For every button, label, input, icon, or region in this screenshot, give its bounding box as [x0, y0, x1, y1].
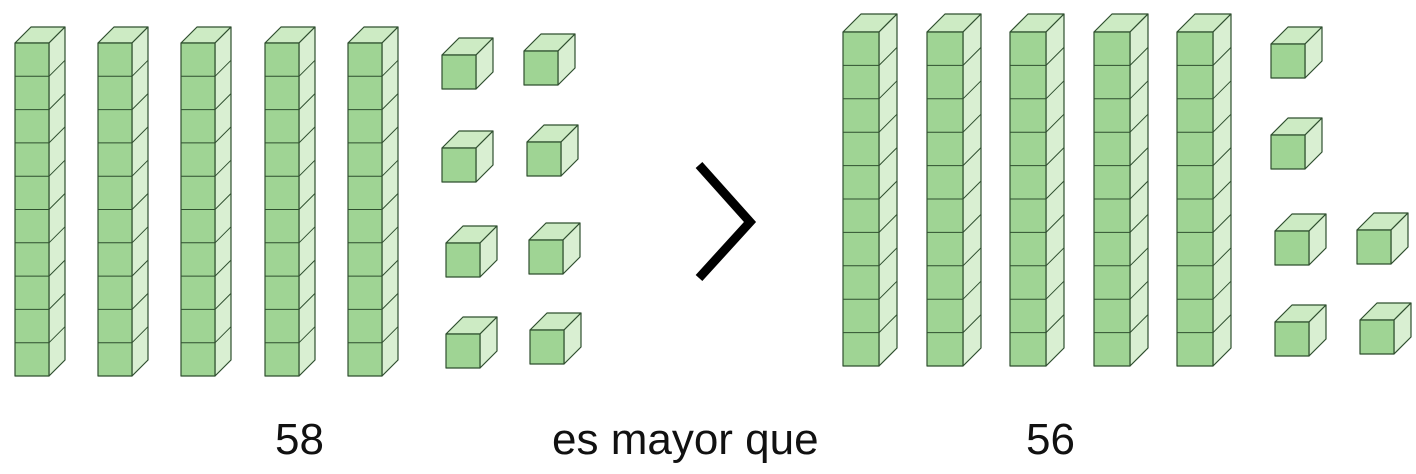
ten-rod	[264, 26, 316, 377]
right-number-label: 56	[1026, 415, 1075, 464]
ten-rod	[1093, 13, 1149, 367]
comparison-text: es mayor que	[552, 415, 819, 464]
unit-cube	[1356, 212, 1409, 265]
ten-rod	[926, 13, 982, 367]
left-number-blocks	[14, 26, 582, 377]
unit-cube	[1270, 117, 1323, 170]
unit-cube	[445, 316, 498, 369]
ten-rod	[14, 26, 66, 377]
unit-cube	[441, 130, 494, 183]
ten-rod	[1176, 13, 1232, 367]
unit-cube	[529, 312, 582, 365]
ten-rod	[1009, 13, 1065, 367]
unit-cube	[1359, 302, 1412, 355]
right-number-blocks	[842, 13, 1412, 367]
unit-cube	[1274, 304, 1327, 357]
unit-cube	[528, 222, 581, 275]
unit-cube	[523, 33, 576, 86]
greater-than-symbol	[695, 161, 757, 282]
ten-rod	[842, 13, 898, 367]
left-number-label: 58	[275, 415, 324, 464]
unit-cube	[1274, 213, 1327, 266]
unit-cube	[526, 124, 579, 177]
ten-rod	[347, 26, 399, 377]
unit-cube	[441, 37, 494, 90]
unit-cube	[445, 225, 498, 278]
unit-cube	[1270, 26, 1323, 79]
ten-rod	[97, 26, 149, 377]
ten-rod	[180, 26, 232, 377]
